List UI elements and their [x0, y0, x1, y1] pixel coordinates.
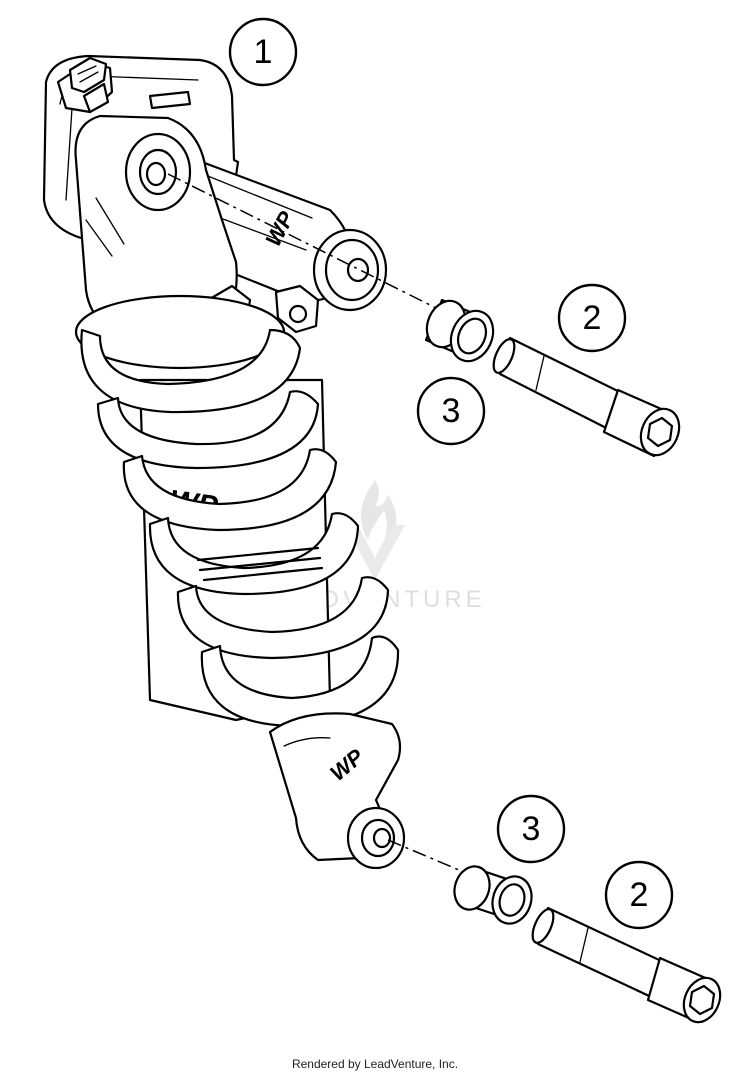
callout-2-lower-label: 2 — [630, 876, 649, 914]
callout-1: 1 — [228, 17, 298, 87]
shock-absorber: WP WP WP — [42, 54, 406, 870]
callout-3-upper-label: 3 — [442, 392, 461, 430]
coil-spring — [80, 328, 400, 728]
callout-3-lower: 3 — [496, 794, 566, 864]
electrical-connector — [56, 56, 114, 114]
preload-thread — [196, 546, 324, 582]
upper-spacer — [424, 298, 495, 363]
hex-socket-icon — [688, 984, 716, 1016]
callout-2-upper: 2 — [557, 283, 627, 353]
callout-3-upper: 3 — [416, 376, 486, 446]
footer-credit: Rendered by LeadVenture, Inc. — [291, 1057, 459, 1071]
upper-bolt — [492, 336, 681, 458]
chevron-watermark-icon — [345, 525, 405, 580]
callout-2-lower: 2 — [604, 860, 674, 930]
lower-spacer — [453, 865, 533, 925]
hex-socket-icon — [646, 416, 674, 448]
upper-axis-line — [167, 173, 449, 315]
callout-2-upper-label: 2 — [583, 299, 602, 337]
callout-1-label: 1 — [254, 33, 273, 71]
callout-3-lower-label: 3 — [522, 810, 541, 848]
reservoir-end-bore — [346, 257, 370, 283]
upper-spring-seat — [74, 294, 286, 370]
reservoir-label-plate — [148, 90, 192, 110]
lower-bolt — [531, 906, 722, 1024]
